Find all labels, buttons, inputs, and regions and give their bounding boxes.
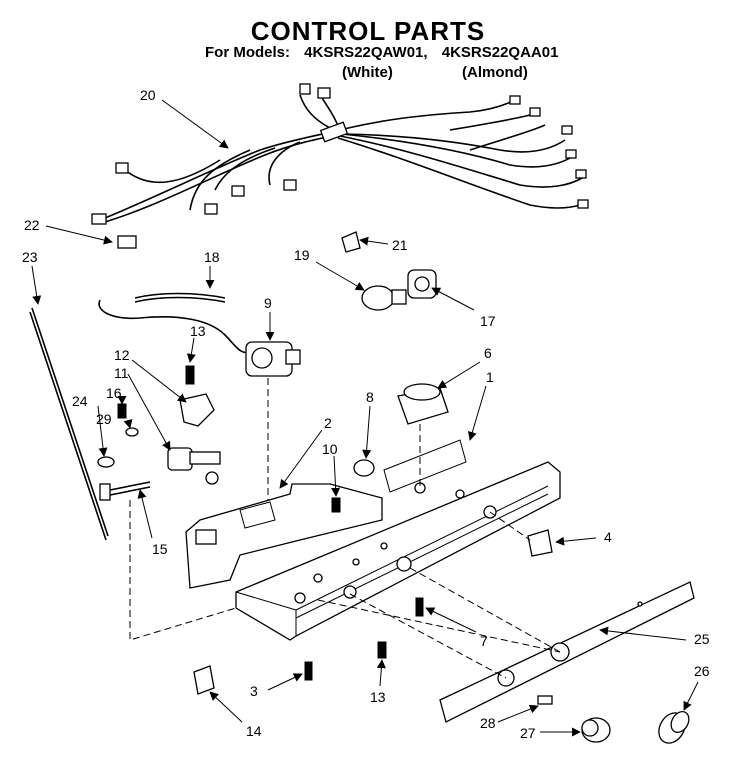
callout-27: 27: [520, 725, 536, 741]
callout-24: 24: [72, 393, 88, 409]
for-models-label: For Models:: [205, 44, 290, 61]
clip-22: [117, 235, 137, 249]
callout-18: 18: [204, 249, 220, 265]
washer-29: [125, 427, 139, 437]
almond-label: (Almond): [462, 64, 528, 81]
control-panel-25: [439, 581, 695, 723]
callout-1: 1: [486, 369, 494, 385]
knob-26: [658, 711, 690, 744]
screw-3: [304, 661, 313, 681]
thermostat-9: [245, 341, 301, 377]
clip-4: [527, 529, 553, 557]
tube-18: [134, 292, 226, 299]
leader-lines: [31, 99, 699, 737]
callout-numbers: 20 22 23 18 21 19 17 9 13 12 11 16 24 29…: [22, 87, 710, 741]
white-label: (White): [342, 64, 393, 81]
screw-10: [331, 497, 341, 513]
callout-7: 7: [480, 633, 488, 649]
callout-22: 22: [24, 217, 40, 233]
callout-9: 9: [264, 295, 272, 311]
model-almond: 4KSRS22QAA01: [441, 44, 559, 61]
callout-13-lower: 13: [370, 689, 386, 705]
callout-13-upper: 13: [190, 323, 206, 339]
screw-13-upper: [185, 365, 195, 385]
light-socket-17: [407, 269, 437, 299]
callout-17: 17: [480, 313, 496, 329]
callout-4: 4: [604, 529, 612, 545]
screw-16: [117, 403, 127, 419]
callout-20: 20: [140, 87, 156, 103]
callout-16: 16: [106, 385, 122, 401]
callout-26: 26: [694, 663, 710, 679]
washer-24: [97, 456, 115, 468]
rod-23: [29, 307, 109, 541]
models-line: For Models: 4KSRS22QAW01, 4KSRS22QAA01: [205, 44, 568, 61]
callout-28: 28: [480, 715, 496, 731]
wiring-harness: [91, 83, 589, 225]
model-white: 4KSRS22QAW01,: [304, 44, 428, 61]
callout-14: 14: [246, 723, 262, 739]
control-housing-1: [235, 439, 561, 641]
callout-19: 19: [294, 247, 310, 263]
bracket-12: [179, 393, 215, 427]
screw-7: [415, 597, 424, 617]
callout-3: 3: [250, 683, 258, 699]
callout-11: 11: [114, 365, 129, 381]
switch-11: [167, 447, 221, 485]
defrost-timer-6: [397, 383, 449, 425]
light-bulb-19: [361, 285, 407, 311]
pointer-28: [537, 695, 553, 705]
linkage-15: [99, 481, 151, 501]
callout-25: 25: [694, 631, 710, 647]
callout-29: 29: [96, 411, 112, 427]
callout-12: 12: [114, 347, 130, 363]
callout-6: 6: [484, 345, 492, 361]
callout-23: 23: [22, 249, 38, 265]
callout-2: 2: [324, 415, 332, 431]
callout-21: 21: [392, 237, 408, 253]
grommet-8: [353, 459, 375, 477]
clip-14: [193, 665, 215, 695]
callout-8: 8: [366, 389, 374, 405]
callout-15: 15: [152, 541, 168, 557]
diagram-title: CONTROL PARTS: [250, 16, 486, 46]
screw-13-lower: [377, 641, 387, 659]
clip-21: [341, 231, 361, 253]
knob-27: [581, 717, 611, 743]
callout-10: 10: [322, 441, 338, 457]
